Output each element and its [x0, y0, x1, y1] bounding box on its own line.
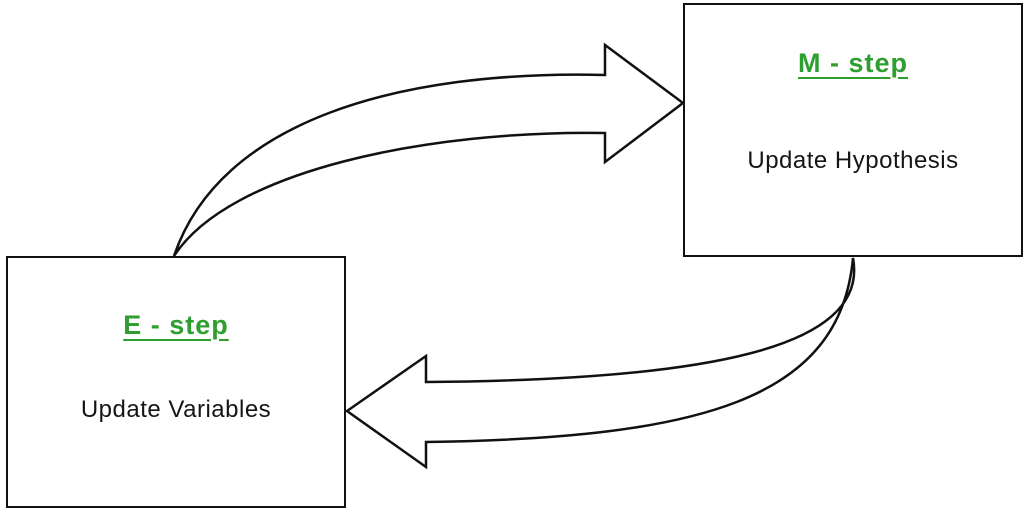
e-step-description: Update Variables	[80, 396, 272, 423]
e-step-title: E - step	[123, 310, 229, 340]
arrow-e-to-m	[172, 42, 686, 257]
m-step-title: M - step	[797, 48, 908, 78]
m-step-description: Update Hypothesis	[747, 147, 959, 174]
m-step-box: M - step Update Hypothesis	[683, 3, 1023, 257]
arrow-m-to-e	[344, 257, 856, 470]
e-step-box: E - step Update Variables	[6, 256, 346, 508]
